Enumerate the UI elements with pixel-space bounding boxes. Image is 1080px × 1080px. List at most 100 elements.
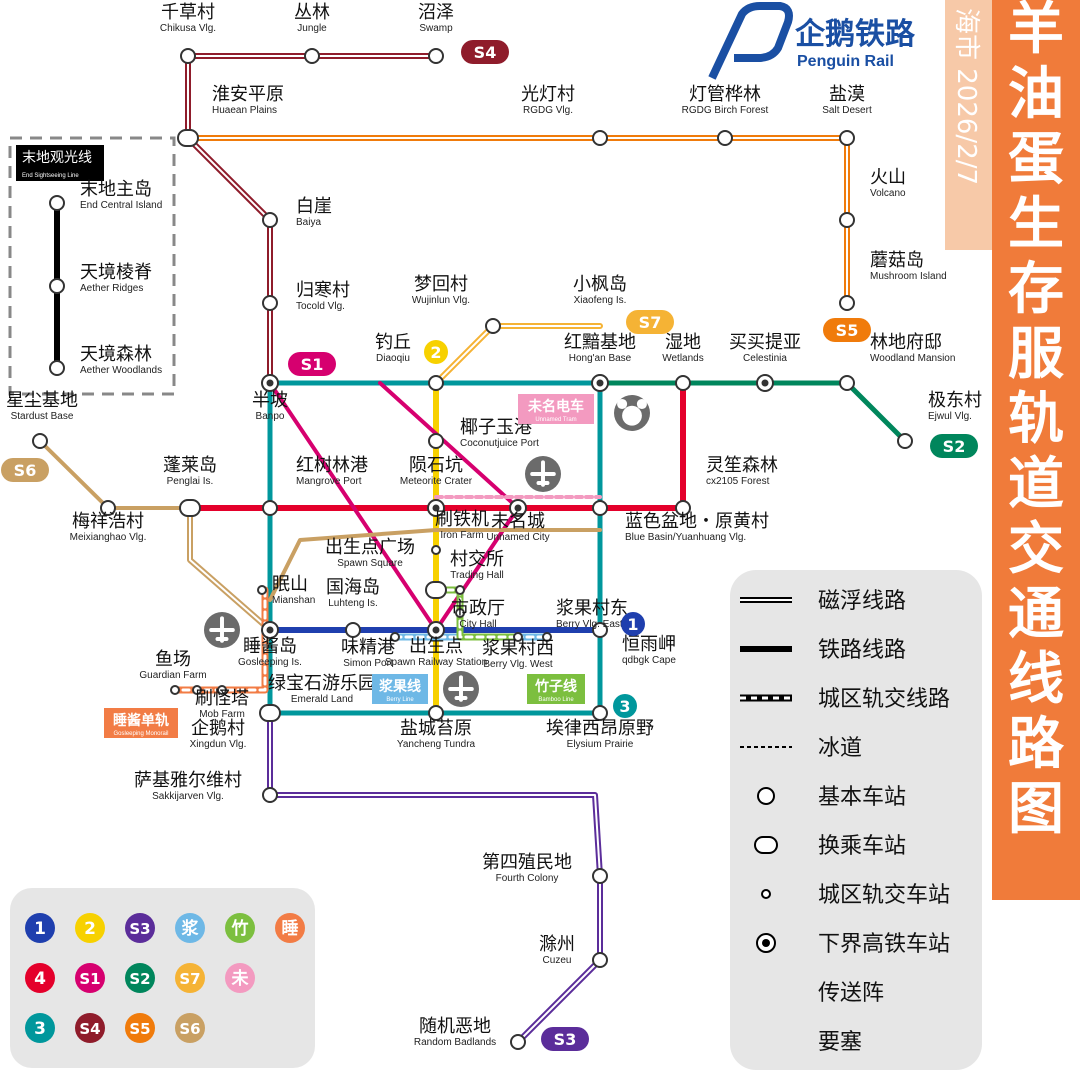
station-marker: [262, 500, 278, 516]
station-marker: [592, 500, 608, 516]
station-marker: [485, 318, 501, 334]
station-marker: [592, 705, 608, 721]
teleport-array-glyph: [530, 460, 556, 487]
line-s1: [268, 381, 438, 632]
region-date: 海市 2026/2/7: [951, 8, 981, 185]
station-marker: [455, 608, 465, 618]
line-tag-text: S4: [474, 43, 497, 62]
station-name: 睡酱岛: [243, 636, 297, 657]
transfer-marker: [259, 704, 281, 722]
badge-S2: [125, 963, 155, 993]
station-marker: [49, 278, 65, 294]
station-name-en: Gosleeping Is.: [238, 657, 302, 668]
station-name-en: Random Badlands: [414, 1037, 496, 1048]
station-name-en: Aether Woodlands: [80, 365, 162, 376]
station-marker: [345, 622, 361, 638]
station-name: 淮安平原: [212, 84, 284, 105]
station-name: 极东村: [928, 390, 982, 411]
brand-name: 企鹅铁路: [795, 17, 916, 52]
line-spawn-arc: [268, 528, 602, 602]
station-marker: [304, 48, 320, 64]
station-name-en: Aether Ridges: [80, 283, 143, 294]
hsr-station-dot: [432, 626, 440, 634]
sightseeing-line-name-en: End Sightseeing Line: [22, 173, 79, 179]
station-name: 半坡: [252, 390, 288, 411]
badge-label: 4: [34, 969, 46, 989]
station-name-en: Jungle: [297, 23, 327, 34]
line-s5-core: [187, 137, 848, 304]
bamboo_line-name: 竹子线: [534, 678, 577, 695]
badge-S3: [125, 913, 155, 943]
title-char: 轨: [1008, 387, 1064, 452]
badge-label: 睡: [282, 918, 299, 939]
station-name-en: Berry Vlg. East: [556, 619, 623, 630]
station-marker: [217, 685, 227, 695]
station-name-en: End Central Island: [80, 200, 162, 211]
badge-label: S4: [79, 1020, 100, 1038]
badge-label: S6: [179, 1020, 200, 1038]
station-name-en: Ejwul Vlg.: [928, 411, 972, 422]
title-char: 存: [1008, 257, 1064, 322]
station-name: 星尘基地: [6, 390, 78, 411]
nether-hsr-station-icon: [756, 933, 776, 953]
fortress-glyph: [636, 398, 647, 410]
badge-berry: [175, 913, 205, 943]
station-marker: [262, 787, 278, 803]
station-marker: [192, 685, 202, 695]
station-name-en: Xingdun Vlg.: [190, 739, 247, 750]
station-name-en: Mob Farm: [199, 709, 245, 720]
station-name: 椰子玉港: [460, 417, 532, 438]
date-panel: [945, 0, 992, 250]
station-name: 梅祥浩村: [72, 511, 144, 532]
station-marker: [542, 632, 552, 642]
station-name-en: Simon Port: [343, 658, 393, 669]
transfer-marker: [179, 499, 201, 517]
stations-layer: [32, 48, 913, 1050]
station-name-en: Xiaofeng Is.: [574, 295, 627, 306]
line-s6-branch-core: [189, 507, 271, 631]
station-name-en: Penglai Is.: [167, 476, 214, 487]
badge-2: [75, 913, 105, 943]
line-badge-panel: [10, 888, 315, 1068]
station-name-en: Stardust Base: [11, 411, 74, 422]
station-name-en: Spawn Square: [337, 558, 403, 569]
station-marker: [675, 500, 691, 516]
date-label: 海市 2026/2/7: [951, 8, 981, 185]
legend-label: 冰道: [818, 736, 862, 761]
line-tag-text: S3: [554, 1030, 577, 1049]
station-name: 红树林港: [296, 455, 368, 476]
station-name-en: Guardian Farm: [139, 670, 206, 681]
station-name-en: Berry Vlg. West: [483, 659, 552, 670]
station-marker: [257, 585, 267, 595]
legend-label: 下界高铁车站: [818, 932, 950, 957]
station-name: 出生点广场: [325, 537, 415, 558]
teleport-array-glyph: [209, 616, 235, 643]
brand-logo: 企鹅铁路 Penguin Rail: [708, 2, 916, 80]
badge-bamboo: [225, 913, 255, 943]
transfer-marker: [177, 129, 199, 147]
badge-label: 1: [34, 919, 46, 939]
gosleeping_monorail-name-en: Gosleeping Monorail: [113, 731, 168, 737]
station-marker: [839, 130, 855, 146]
badge-S5: [125, 1013, 155, 1043]
sightseeing-line-tag: [16, 145, 104, 181]
station-name-en: Woodland Mansion: [870, 353, 955, 364]
station-name: 埃律西昂原野: [546, 718, 654, 739]
station-name-en: Hong'an Base: [569, 353, 632, 364]
station-name-en: Yancheng Tundra: [397, 739, 476, 750]
station-name: 随机恶地: [419, 1016, 491, 1037]
line-s3-core: [269, 712, 601, 1043]
station-name: 味精港: [341, 637, 395, 658]
station-marker: [510, 1034, 526, 1050]
station-marker: [428, 705, 444, 721]
station-name: 光灯村: [521, 84, 575, 105]
station-name: 梦回村: [414, 274, 468, 295]
station-marker: [262, 295, 278, 311]
badge-label: 竹: [231, 918, 249, 939]
station-name-en: Banpo: [256, 411, 285, 422]
station-name: 滁州: [539, 934, 575, 955]
badge-mianshan: [275, 913, 305, 943]
station-name-en: Spawn Railway Station: [385, 657, 487, 668]
